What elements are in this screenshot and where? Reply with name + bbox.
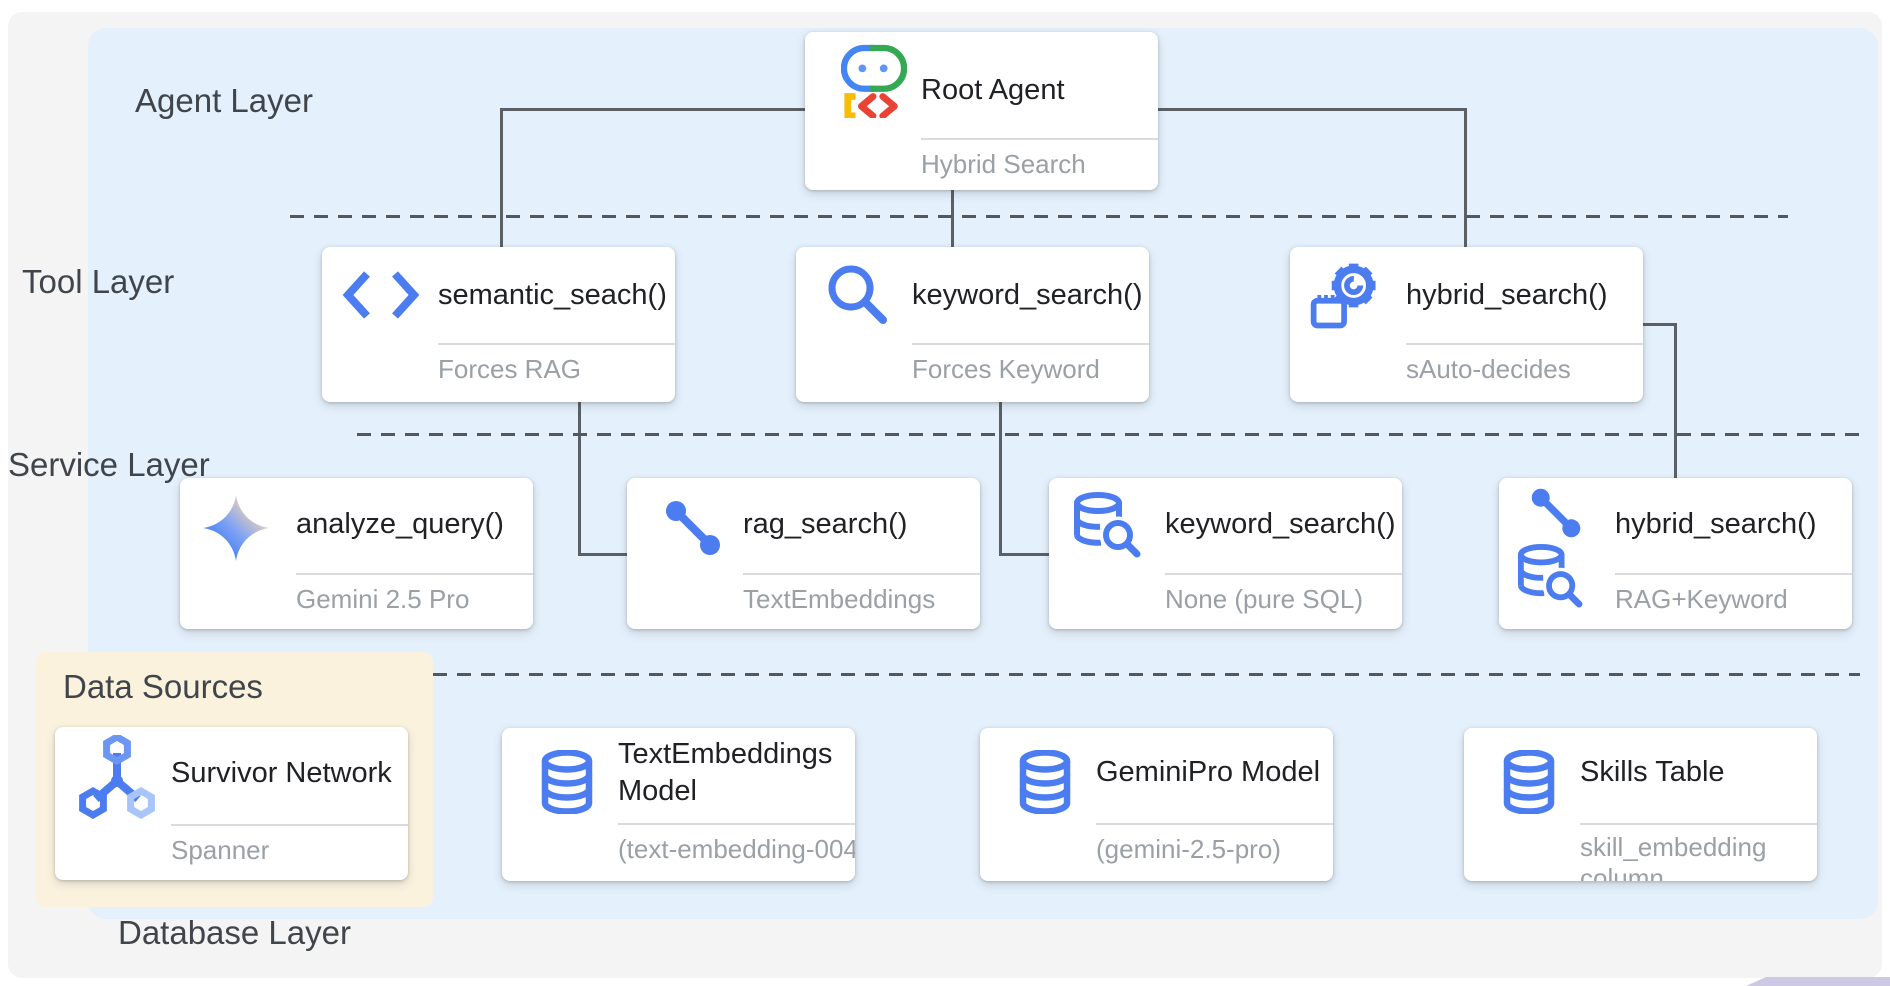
card-title: hybrid_search()	[1406, 279, 1608, 311]
connector-keyword-to-keyword-v	[999, 400, 1002, 556]
connector-root-to-hybrid	[1464, 108, 1467, 248]
card-divider	[171, 824, 408, 826]
code-brackets-icon	[342, 269, 420, 321]
card-subtitle: (gemini-2.5-pro)	[1096, 834, 1281, 864]
card-service-rag-search: rag_search() TextEmbeddings	[627, 478, 980, 629]
card-title: GeminiPro Model	[1096, 756, 1321, 788]
card-db-textembeddings-model: TextEmbeddings Model (text-embedding-004…	[502, 728, 855, 881]
card-subtitle: Forces Keyword	[912, 354, 1100, 384]
card-subtitle: None (pure SQL)	[1165, 584, 1363, 614]
corner-accent	[1746, 977, 1890, 986]
connector-keyword-to-keyword-h	[999, 553, 1051, 556]
card-subtitle: sAuto-decides	[1406, 354, 1571, 384]
card-title: Survivor Network	[171, 757, 392, 789]
card-title: semantic_seach()	[438, 279, 667, 311]
adk-robot-icon	[840, 44, 908, 120]
card-title: hybrid_search()	[1615, 508, 1817, 540]
connector-semantic-to-rag-v	[578, 400, 581, 556]
search-icon	[824, 261, 890, 327]
card-divider	[438, 343, 675, 345]
card-service-analyze-query: analyze_query() Gemini 2.5 Pro	[180, 478, 533, 629]
label-agent-layer: Agent Layer	[135, 82, 313, 119]
card-tool-keyword-search: keyword_search() Forces Keyword	[796, 247, 1149, 402]
connector-root-to-semantic	[500, 108, 503, 248]
spanner-icon	[79, 732, 155, 820]
card-subtitle: skill_embedding column	[1580, 832, 1767, 881]
card-subtitle: Spanner	[171, 835, 270, 865]
card-divider	[921, 138, 1158, 140]
database-search-icon	[1071, 492, 1141, 558]
card-divider	[1165, 573, 1402, 575]
card-subtitle: Gemini 2.5 Pro	[296, 584, 470, 614]
database-icon	[1016, 749, 1074, 815]
card-title: TextEmbeddings Model	[618, 738, 833, 807]
card-divider	[618, 823, 855, 825]
connector-hybrid-to-hybrid-h	[1642, 323, 1677, 326]
card-tool-hybrid-search: hybrid_search() sAuto-decides	[1290, 247, 1643, 402]
label-database-layer: Database Layer	[118, 914, 351, 951]
card-subtitle: Hybrid Search	[921, 149, 1086, 179]
card-divider	[743, 573, 980, 575]
card-title: Skills Table	[1580, 756, 1725, 788]
card-tool-semantic-search: semantic_seach() Forces RAG	[322, 247, 675, 402]
card-divider	[1615, 573, 1852, 575]
card-db-geminipro-model: GeminiPro Model (gemini-2.5-pro)	[980, 728, 1333, 881]
card-divider	[1406, 343, 1643, 345]
separator-agent-tool	[290, 215, 1788, 218]
gear-icon	[1306, 255, 1386, 335]
card-divider	[296, 573, 533, 575]
card-divider	[912, 343, 1149, 345]
card-root-agent: Root Agent Hybrid Search	[805, 32, 1158, 190]
label-tool-layer: Tool Layer	[22, 263, 175, 300]
database-search-icon	[1515, 544, 1583, 608]
database-icon	[538, 749, 596, 815]
card-title: Root Agent	[921, 74, 1065, 106]
database-icon	[1500, 749, 1558, 815]
connector-hybrid-to-hybrid-v	[1674, 323, 1677, 480]
gemini-sparkle-icon	[202, 494, 270, 562]
card-subtitle: Forces RAG	[438, 354, 582, 384]
card-subtitle: TextEmbeddings	[743, 584, 936, 614]
card-title: keyword_search()	[912, 279, 1143, 311]
label-data-sources: Data Sources	[63, 668, 263, 705]
vector-endpoints-icon	[663, 498, 723, 558]
card-service-hybrid-search: hybrid_search() RAG+Keyword	[1499, 478, 1852, 629]
label-service-layer: Service Layer	[8, 446, 210, 483]
separator-tool-service	[357, 433, 1860, 436]
card-service-keyword-search: keyword_search() None (pure SQL)	[1049, 478, 1402, 629]
vector-endpoints-icon	[1529, 486, 1583, 540]
card-divider	[1580, 823, 1817, 825]
card-subtitle: (text-embedding-004)	[618, 834, 855, 864]
card-survivor-network: Survivor Network Spanner	[55, 727, 408, 880]
connector-root-to-keyword	[951, 188, 954, 248]
card-db-skills-table: Skills Table skill_embedding column	[1464, 728, 1817, 881]
separator-service-database	[433, 673, 1860, 676]
card-divider	[1096, 823, 1333, 825]
card-title: keyword_search()	[1165, 508, 1396, 540]
card-title: analyze_query()	[296, 508, 504, 540]
card-subtitle: RAG+Keyword	[1615, 584, 1788, 614]
connector-semantic-to-rag-h	[578, 553, 628, 556]
card-title: rag_search()	[743, 508, 908, 540]
